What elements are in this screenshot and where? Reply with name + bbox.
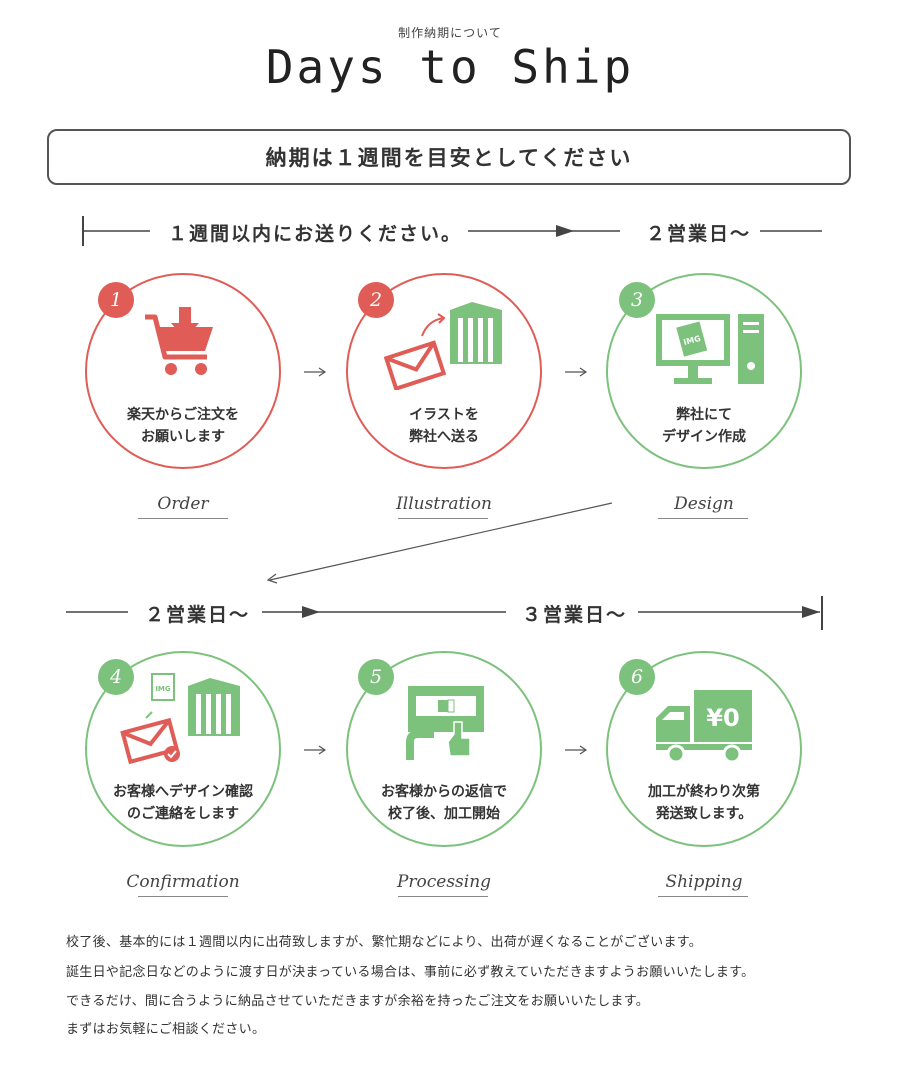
note-line-2: 誕生日や記念日などのように渡す日が決まっている場合は、事前に必ず教えていただきま… xyxy=(66,965,755,980)
step-3-english: Design xyxy=(674,494,734,514)
step-3-underline xyxy=(658,518,748,519)
step-2-badge: 2 xyxy=(358,282,394,318)
timeline-top-left-label: １週間以内にお送りください。 xyxy=(168,219,463,246)
lead-time-banner: 納期は１週間を目安としてください xyxy=(47,129,851,185)
step-1-english: Order xyxy=(157,494,209,514)
step-5-underline xyxy=(398,896,488,897)
note-line-1: 校了後、基本的には１週間以内に出荷致しますが、繁忙期などにより、出荷が遅くなるこ… xyxy=(66,935,703,950)
envelope-check-icon: IMG xyxy=(120,673,240,764)
step-3-text: 弊社にて デザイン作成 xyxy=(662,407,746,445)
machine-icon xyxy=(406,686,484,760)
step-6-underline xyxy=(658,896,748,897)
page-title: Days to Ship xyxy=(265,40,635,94)
step-2-english: Illustration xyxy=(396,494,492,514)
step-6-badge: 6 xyxy=(619,659,655,695)
computer-icon: IMG xyxy=(656,314,764,384)
step-1-underline xyxy=(138,518,228,519)
timeline-bottom-right-label: ３営業日〜 xyxy=(522,600,628,627)
note-line-4: まずはお気軽にご相談ください。 xyxy=(66,1022,266,1037)
step-2-text: イラストを 弊社へ送る xyxy=(409,407,479,445)
step-6-text: 加工が終わり次第 発送致します。 xyxy=(648,784,760,822)
step-5-badge: 5 xyxy=(358,659,394,695)
timeline-top-right-label: ２営業日〜 xyxy=(646,219,752,246)
step-5-english: Processing xyxy=(396,872,492,892)
envelope-building-icon xyxy=(384,302,502,390)
shopping-cart-icon xyxy=(145,307,213,375)
step-3-badge: 3 xyxy=(619,282,655,318)
note-line-3: できるだけ、間に合うように納品させていただきますが余裕を持ったご注文をお願いいた… xyxy=(66,994,649,1009)
step-2-underline xyxy=(398,518,488,519)
step-4-text: お客様へデザイン確認 のご連絡をします xyxy=(113,784,253,822)
truck-icon: ¥0 xyxy=(656,690,752,764)
step-6-english: Shipping xyxy=(665,872,743,892)
step-1-text: 楽天からご注文を お願いします xyxy=(127,407,239,445)
step-5-text: お客様からの返信で 校了後、加工開始 xyxy=(381,784,507,822)
step-4-english: Confirmation xyxy=(126,872,240,892)
truck-price-label: ¥0 xyxy=(706,704,739,732)
step-4-badge: 4 xyxy=(98,659,134,695)
step-1-badge: 1 xyxy=(98,282,134,318)
page-subtitle: 制作納期について xyxy=(398,26,502,40)
step-4-img-label: IMG xyxy=(155,685,171,693)
step-4-underline xyxy=(138,896,228,897)
timeline-bottom-left-label: ２営業日〜 xyxy=(145,600,251,627)
step-3-img-label: IMG xyxy=(683,334,702,347)
